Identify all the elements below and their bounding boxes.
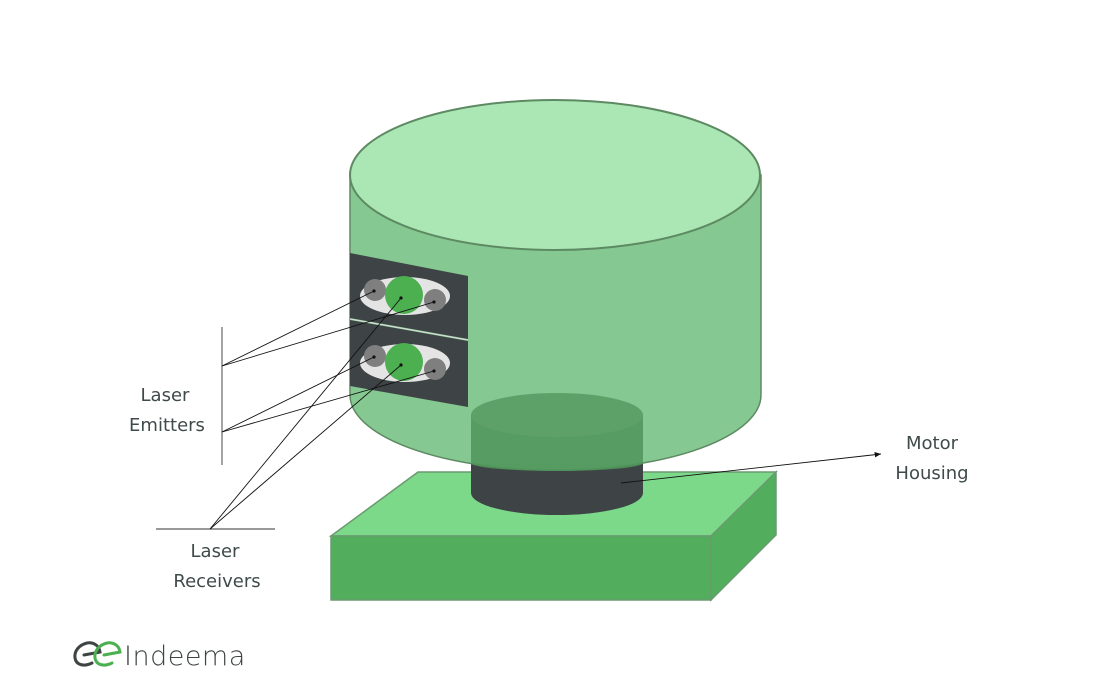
leader-line <box>209 297 402 530</box>
label-motor-housing-line2: Housing <box>895 463 968 484</box>
lens-module-1 <box>360 276 450 315</box>
emitter-lens <box>424 358 446 380</box>
logo-mark-dark <box>73 641 102 667</box>
receiver-lens <box>385 276 423 314</box>
leader-line <box>221 290 375 367</box>
leader-line <box>221 370 435 433</box>
receiver-lens <box>385 343 423 381</box>
emitter-lens <box>424 289 446 311</box>
label-laser-emitters-line2: Emitters <box>129 415 205 436</box>
cylinder-top <box>349 99 761 251</box>
panel-divider <box>349 318 469 341</box>
leader-line <box>221 356 375 433</box>
motor-arrow <box>620 452 882 484</box>
motor-housing-lower <box>471 463 643 515</box>
label-laser-emitters-line1: Laser <box>141 385 191 406</box>
leader-lines <box>156 290 882 530</box>
base-front-face <box>330 535 712 601</box>
leader-line <box>209 364 402 530</box>
leader-line <box>221 301 435 367</box>
sensor-panel <box>349 253 469 407</box>
label-laser-receivers-line2: Receivers <box>173 571 260 592</box>
label-laser-receivers-line1: Laser <box>191 541 241 562</box>
leader-dots <box>372 289 436 373</box>
motor-housing <box>471 463 643 515</box>
logo-wordmark: Indeema <box>124 641 246 672</box>
label-motor-housing-line1: Motor <box>906 433 959 454</box>
indeema-logo: Indeema <box>73 641 246 672</box>
logo-mark-green <box>93 641 122 667</box>
motor-housing-top <box>471 393 643 437</box>
